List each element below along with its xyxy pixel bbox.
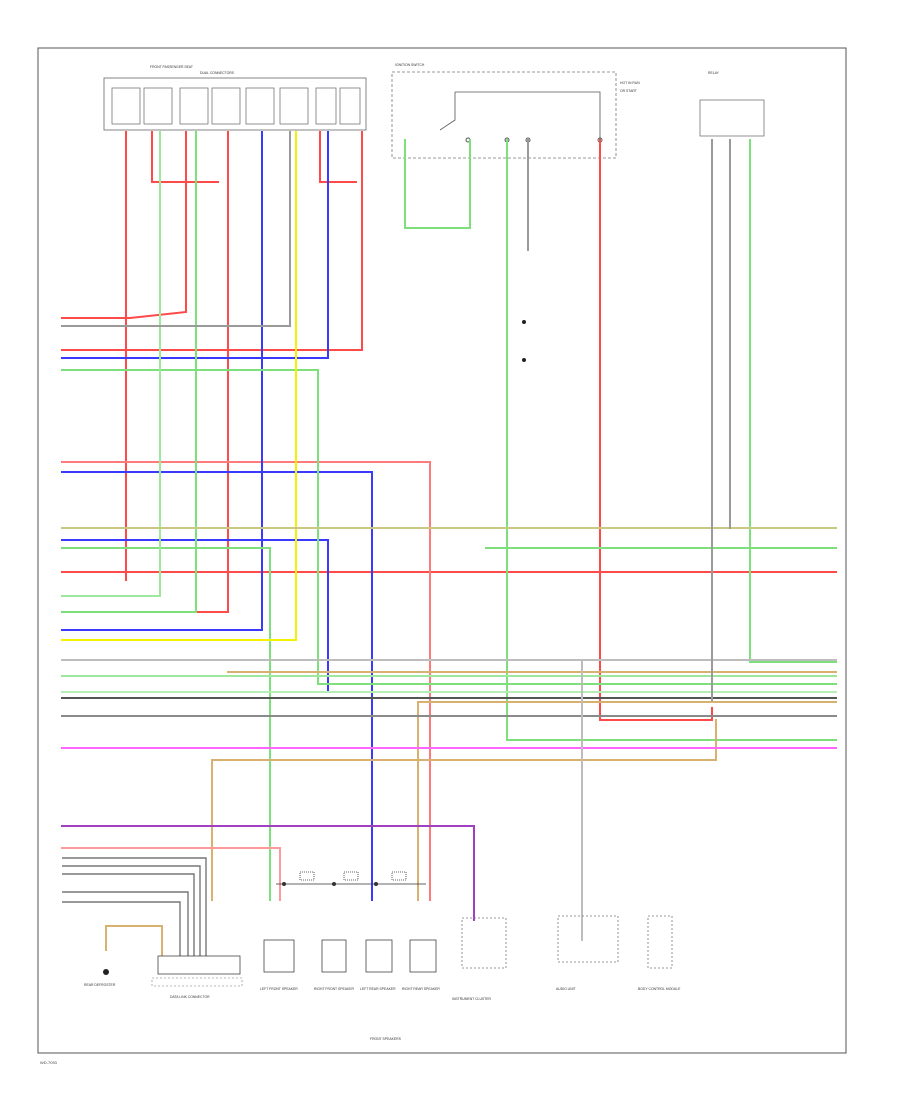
component-body-control-module: BODY CONTROL MODULE <box>638 915 681 991</box>
label-audio-unit: AUDIO UNIT <box>556 987 576 991</box>
component-left-rear-speaker: LEFT REAR SPEAKER <box>360 939 396 991</box>
wire-red-ign <box>599 139 713 721</box>
cluster-top-label: DUAL CONNECTORS <box>200 71 235 75</box>
wire-green-1 <box>61 131 197 613</box>
component-data-link-connector: DATA LINK CONNECTOR <box>151 955 243 999</box>
component-left-front-speaker: LEFT FRONT SPEAKER <box>260 939 298 991</box>
component-rear-defroster: REAR DEFROSTER <box>84 969 116 987</box>
svg-text:HOT IN RUN: HOT IN RUN <box>620 81 640 85</box>
bundle-dlc <box>62 857 207 960</box>
wire-blue-4 <box>61 539 329 691</box>
label-lf-speaker: LEFT FRONT SPEAKER <box>260 987 298 991</box>
splice-row <box>276 871 426 887</box>
footer-code: WD-7093 <box>40 1060 58 1065</box>
label-dlc: DATA LINK CONNECTOR <box>170 995 210 999</box>
wire-blue-3 <box>61 471 373 901</box>
component-audio-unit: AUDIO UNIT <box>556 915 619 991</box>
relay-top-right-label: RELAY <box>708 71 720 75</box>
label-instrument-cluster: INSTRUMENT CLUSTER <box>452 997 491 1001</box>
wire-green-6 <box>61 131 161 597</box>
wire-purple-red <box>61 847 281 901</box>
label-rear-defroster: REAR DEFROSTER <box>84 983 116 987</box>
component-right-front-speaker: RIGHT FRONT SPEAKER <box>314 939 355 991</box>
wire-tan-2 <box>417 701 837 901</box>
label-lr-speaker: LEFT REAR SPEAKER <box>360 987 396 991</box>
ignition-switch-box: IGNITION SWITCH HOT IN RUN OR START <box>391 63 640 159</box>
wire-purple <box>61 825 475 921</box>
bottom-center-caption: FRONT SPEAKERS <box>370 1037 402 1041</box>
wire-blue-2 <box>61 131 329 359</box>
wire-gray-2 <box>61 131 291 327</box>
wire-green-3 <box>506 139 837 741</box>
wire-green-5 <box>749 139 837 663</box>
wire-blue-1 <box>61 131 263 631</box>
wire-tan-3 <box>211 719 717 901</box>
wire-yellow <box>61 131 297 641</box>
wire-red-4 <box>319 131 357 183</box>
wire-red-6 <box>61 131 187 319</box>
svg-text:FRONT PASSENGER SEAT: FRONT PASSENGER SEAT <box>150 65 193 69</box>
connector-block-top-left: FRONT PASSENGER SEAT DUAL CONNECTORS <box>103 65 367 131</box>
label-rr-speaker: RIGHT REAR SPEAKER <box>402 987 440 991</box>
wire-red-purple-top <box>61 461 431 901</box>
wire-green-4 <box>61 547 271 901</box>
diagram-border <box>37 47 847 1054</box>
component-right-rear-speaker: RIGHT REAR SPEAKER <box>402 939 440 991</box>
relay-top-right: RELAY <box>699 71 765 137</box>
ground-symbols-middle <box>522 320 526 362</box>
wire-red-5 <box>61 131 363 351</box>
ign-switch-label: IGNITION SWITCH <box>395 63 425 67</box>
label-bcm: BODY CONTROL MODULE <box>638 987 681 991</box>
component-instrument-cluster: INSTRUMENT CLUSTER <box>452 917 507 1001</box>
svg-text:OR START: OR START <box>620 89 637 93</box>
wire-green-ign <box>404 139 471 229</box>
label-rf-speaker: RIGHT FRONT SPEAKER <box>314 987 355 991</box>
wire-tan-dlc <box>105 925 163 961</box>
